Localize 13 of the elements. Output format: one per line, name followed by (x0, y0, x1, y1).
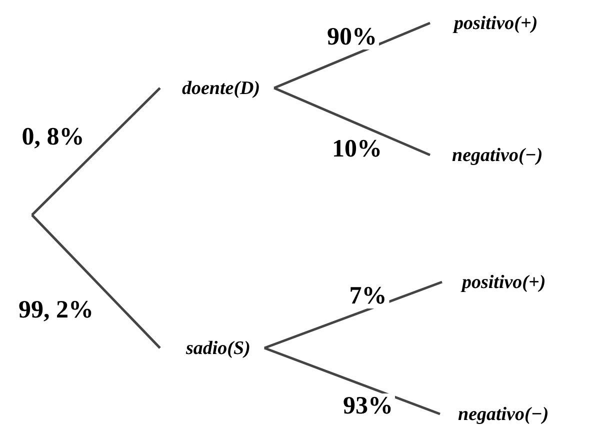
branch-line (264, 280, 442, 350)
branch-line (274, 22, 430, 90)
branch-line (31, 214, 161, 349)
branch-line (31, 87, 161, 216)
branch-line (274, 86, 430, 156)
probability-label: 90% (325, 24, 379, 50)
outcome-label: positivo(+) (454, 14, 538, 32)
outcome-label: negativo(−) (458, 404, 549, 424)
outcome-label: doente(D) (182, 78, 260, 98)
outcome-label: negativo(−) (452, 146, 543, 164)
outcome-label: sadio(S) (186, 338, 250, 358)
branch-line (264, 346, 440, 416)
outcome-label: positivo(+) (462, 272, 546, 292)
